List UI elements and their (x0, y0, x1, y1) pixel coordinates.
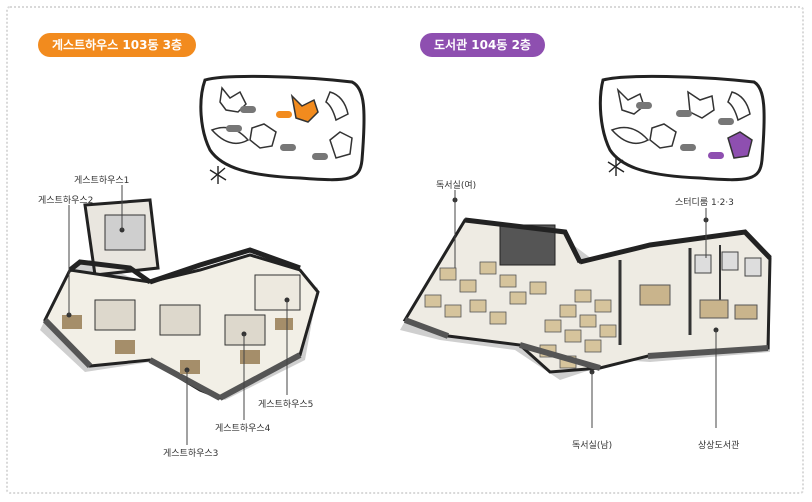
label-guesthouse-3: 게스트하우스3 (163, 449, 219, 459)
guesthouse-floor-title: 게스트하우스 103동 3층 (38, 33, 197, 57)
library-minimap (598, 74, 766, 182)
label-reading-room-female: 독서실(여) (436, 181, 477, 191)
library-floor-title: 도서관 104동 2층 (420, 33, 545, 57)
library-floorplan (400, 190, 772, 428)
label-study-rooms: 스터디룸 1·2·3 (675, 198, 734, 208)
label-guesthouse-2: 게스트하우스2 (38, 196, 94, 206)
label-reading-room-male: 독서실(남) (572, 441, 613, 451)
label-imagination-library: 상상도서관 (698, 441, 740, 451)
label-guesthouse-1: 게스트하우스1 (74, 176, 130, 186)
guesthouse-floorplan (40, 185, 320, 445)
guesthouse-minimap (199, 74, 366, 184)
label-guesthouse-5: 게스트하우스5 (258, 400, 314, 410)
label-guesthouse-4: 게스트하우스4 (215, 424, 271, 434)
